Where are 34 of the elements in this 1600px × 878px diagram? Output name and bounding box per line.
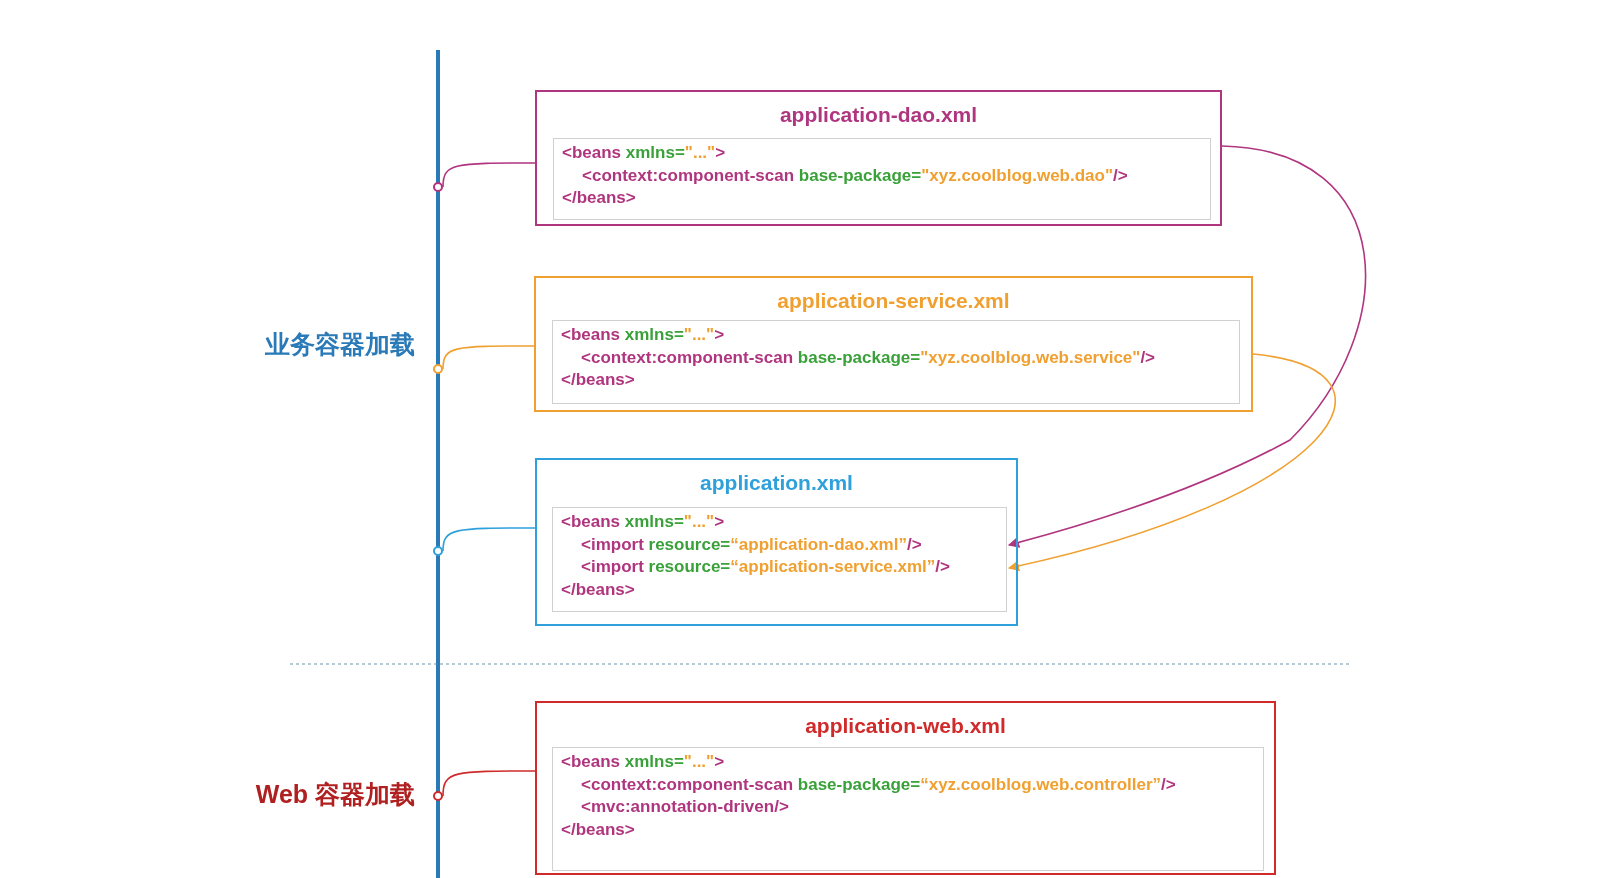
code-line: <mvc:annotation-driven/>	[580, 796, 789, 818]
connector	[1007, 145, 1367, 548]
code-line: </beans>	[561, 369, 635, 391]
connector	[1007, 353, 1337, 572]
connector	[442, 527, 536, 552]
code-line: </beans>	[561, 578, 635, 601]
connector	[442, 770, 536, 797]
file-panel	[534, 276, 1253, 412]
code-line: </beans>	[561, 818, 635, 841]
file-panel	[535, 458, 1018, 626]
code-block	[553, 138, 1211, 220]
section-label: 业务容器加载	[264, 329, 415, 360]
code-block	[552, 320, 1240, 404]
file-title: application-service.xml	[777, 288, 1010, 314]
code-line: <context:component-scan base-package=“xyz.coolblog.web.controller”/>	[580, 773, 1176, 796]
connector	[442, 162, 536, 188]
code-line: <beans xmlns="...">	[561, 751, 725, 773]
file-panel	[535, 90, 1222, 226]
code-block	[552, 507, 1007, 612]
file-title: application-dao.xml	[779, 102, 978, 128]
file-title: application.xml	[700, 470, 853, 496]
code-line: <context:component-scan base-package="xyz.coolblog.web.dao"/>	[581, 164, 1128, 187]
code-line: </beans>	[562, 187, 636, 209]
code-block	[552, 747, 1264, 871]
code-line: <beans xmlns="...">	[561, 511, 725, 533]
code-line: <import resource=“application-dao.xml”/>	[580, 533, 922, 556]
file-panel	[535, 701, 1276, 875]
code-line: <context:component-scan base-package="xyz.coolblog.web.service"/>	[580, 346, 1156, 369]
section-label: Web 容器加载	[254, 779, 415, 810]
file-title: application-web.xml	[805, 713, 1006, 739]
code-line: <beans xmlns="...">	[562, 142, 726, 164]
code-line: <import resource=“application-service.xml”/>	[580, 556, 950, 578]
code-line: <beans xmlns="...">	[561, 324, 725, 346]
connector	[442, 345, 535, 370]
